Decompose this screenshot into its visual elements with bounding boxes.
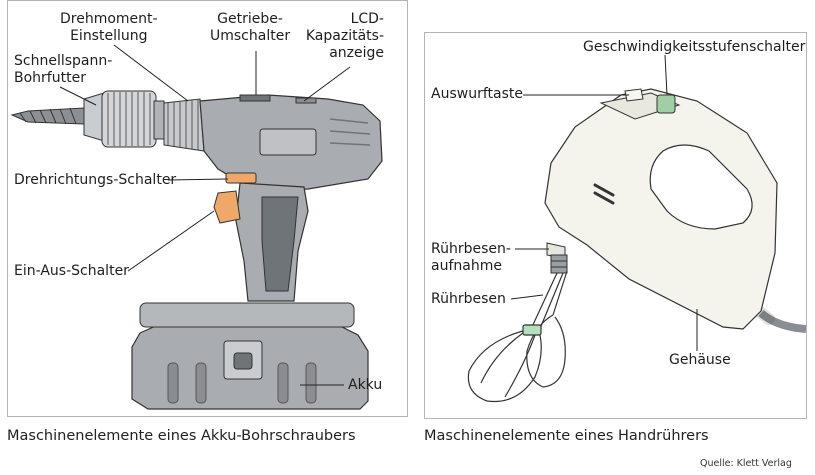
drill-bit [10, 107, 85, 125]
label-torque-line2: Einstellung [70, 28, 148, 44]
drill-illustration [10, 44, 383, 410]
label-battery: Akku [348, 377, 383, 393]
direction-switch [225, 172, 257, 184]
label-torque-setting: Drehmoment- Einstellung [60, 11, 158, 45]
label-mount-line2: aufnahme [431, 258, 502, 274]
label-lcd-line1: LCD- [350, 11, 384, 27]
label-mount-line1: Rührbesen- [431, 241, 511, 257]
label-gear-line2: Umschalter [210, 28, 291, 44]
source-credit: Quelle: Klett Verlag [700, 458, 792, 469]
label-lcd-display: LCD- Kapazitäts- anzeige [304, 11, 384, 62]
label-eject-button: Auswurftaste [431, 86, 523, 102]
label-speed-switch: Geschwindigkeitsstufenschalter [583, 39, 806, 55]
drill-body [199, 94, 383, 192]
label-gear-line1: Getriebe- [217, 11, 283, 27]
label-beaters: Rührbesen [431, 291, 506, 307]
label-housing: Gehäuse [669, 352, 731, 368]
eject-button [624, 88, 644, 102]
quick-chuck [83, 90, 165, 148]
label-lcd-line3: anzeige [329, 45, 384, 61]
mixer-illustration [467, 54, 806, 403]
speed-switch [656, 94, 676, 114]
label-onoff-switch: Ein-Aus-Schalter [14, 263, 129, 279]
label-gear-switch: Getriebe- Umschalter [210, 11, 290, 45]
beaters [467, 270, 568, 403]
mixer-leader-lines [510, 54, 698, 351]
mixer-caption: Maschinenelemente eines Handrührers [424, 428, 709, 444]
label-beater-mount: Rührbesen- aufnahme [431, 241, 511, 275]
label-torque-line1: Drehmoment- [60, 11, 158, 27]
trigger-switch [213, 190, 241, 224]
drill-caption: Maschinenelemente eines Akku-Bohrschraub… [7, 428, 356, 444]
drill-handle [235, 182, 309, 302]
mixer-panel: Geschwindigkeitsstufenschalter Auswurfta… [424, 32, 807, 419]
drill-panel: Drehmoment- Einstellung Getriebe- Umscha… [7, 0, 408, 417]
power-cable [758, 309, 806, 333]
label-chuck-line1: Schnellspann- [14, 53, 113, 69]
drill-leader-lines [59, 44, 351, 386]
label-quick-chuck: Schnellspann- Bohrfutter [14, 53, 112, 87]
torque-ring [163, 98, 205, 152]
label-direction-switch: Drehrichtungs-Schalter [14, 172, 177, 188]
beater-mount [546, 242, 568, 274]
battery-pack [131, 302, 369, 410]
mixer-housing [544, 88, 778, 330]
label-chuck-line2: Bohrfutter [14, 70, 86, 86]
label-lcd-line2: Kapazitäts- [305, 28, 384, 44]
